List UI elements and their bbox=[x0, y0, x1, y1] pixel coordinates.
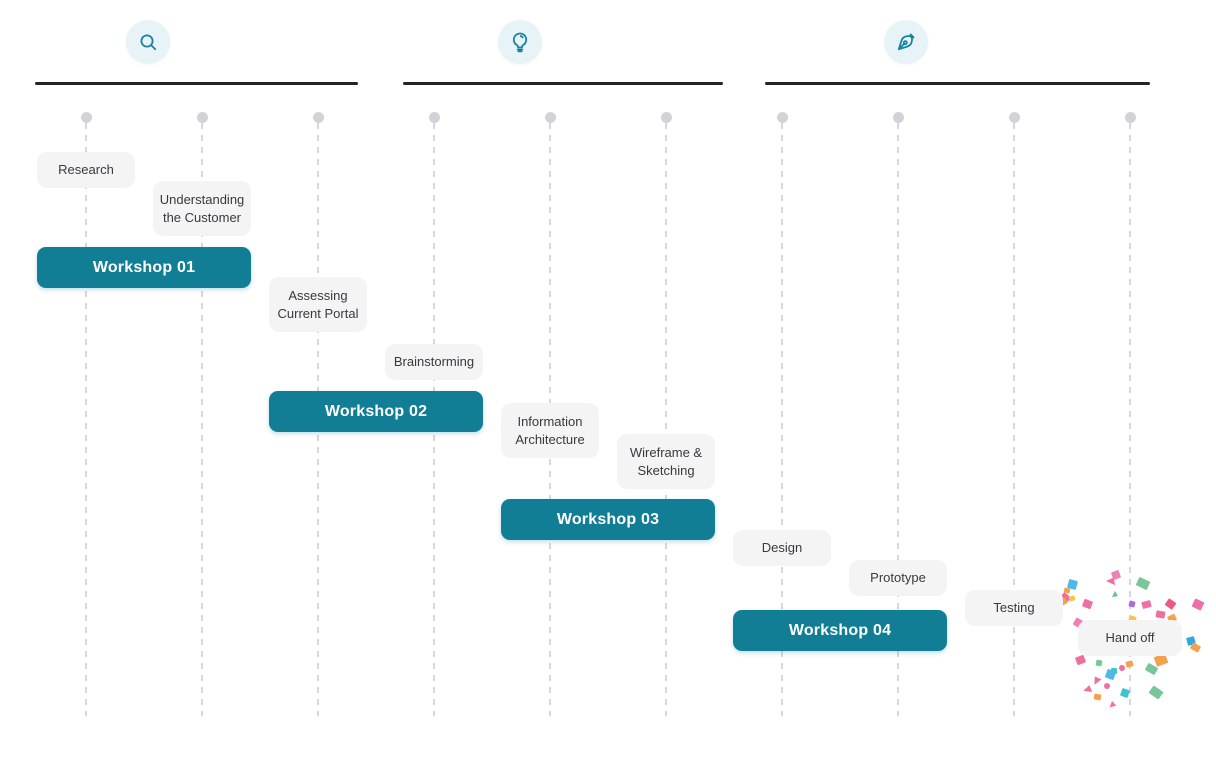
column-dashed-line-8 bbox=[897, 123, 899, 716]
column-dot-5 bbox=[545, 112, 556, 123]
column-dot-3 bbox=[313, 112, 324, 123]
column-dot-7 bbox=[777, 112, 788, 123]
workshop-bar-workshop-03: Workshop 03 bbox=[501, 499, 715, 540]
milestone-chip-research: Research bbox=[37, 152, 135, 188]
column-dashed-line-2 bbox=[201, 123, 203, 716]
pen-icon bbox=[884, 20, 928, 64]
column-dashed-line-7 bbox=[781, 123, 783, 716]
column-dashed-line-1 bbox=[85, 123, 87, 716]
confetti-piece bbox=[1111, 668, 1117, 674]
confetti-piece bbox=[1189, 642, 1202, 653]
milestone-chip-prototype: Prototype bbox=[849, 560, 947, 596]
column-dot-8 bbox=[893, 112, 904, 123]
milestone-chip-hand-off: Hand off bbox=[1078, 620, 1182, 656]
confetti-piece bbox=[1191, 598, 1205, 611]
milestone-chip-testing: Testing bbox=[965, 590, 1063, 626]
section-underline-2 bbox=[403, 82, 723, 85]
search-icon bbox=[126, 20, 170, 64]
confetti-piece bbox=[1095, 659, 1103, 667]
column-dot-10 bbox=[1125, 112, 1136, 123]
workshop-bar-workshop-01: Workshop 01 bbox=[37, 247, 251, 288]
workshop-bar-workshop-02: Workshop 02 bbox=[269, 391, 483, 432]
column-dashed-line-10 bbox=[1129, 123, 1131, 716]
column-dot-4 bbox=[429, 112, 440, 123]
section-underline-3 bbox=[765, 82, 1150, 85]
confetti-piece bbox=[1093, 693, 1102, 701]
column-dot-1 bbox=[81, 112, 92, 123]
milestone-chip-design: Design bbox=[733, 530, 831, 566]
lightbulb-icon bbox=[498, 20, 542, 64]
milestone-chip-assessing-current-portal: Assessing Current Portal bbox=[269, 277, 367, 332]
milestone-chip-brainstorming: Brainstorming bbox=[385, 344, 483, 380]
confetti-piece bbox=[1112, 591, 1118, 597]
column-dot-9 bbox=[1009, 112, 1020, 123]
workshop-bar-workshop-04: Workshop 04 bbox=[733, 610, 947, 651]
milestone-chip-information-architecture: Information Architecture bbox=[501, 403, 599, 458]
milestone-chip-wireframe-sketching: Wireframe & Sketching bbox=[617, 434, 715, 489]
confetti-piece bbox=[1155, 610, 1166, 619]
column-dot-6 bbox=[661, 112, 672, 123]
milestone-chip-understanding-the-customer: Understanding the Customer bbox=[153, 181, 251, 236]
column-dashed-line-6 bbox=[665, 123, 667, 716]
column-dashed-line-9 bbox=[1013, 123, 1015, 716]
section-underline-1 bbox=[35, 82, 358, 85]
column-dot-2 bbox=[197, 112, 208, 123]
confetti-piece bbox=[1104, 683, 1110, 689]
